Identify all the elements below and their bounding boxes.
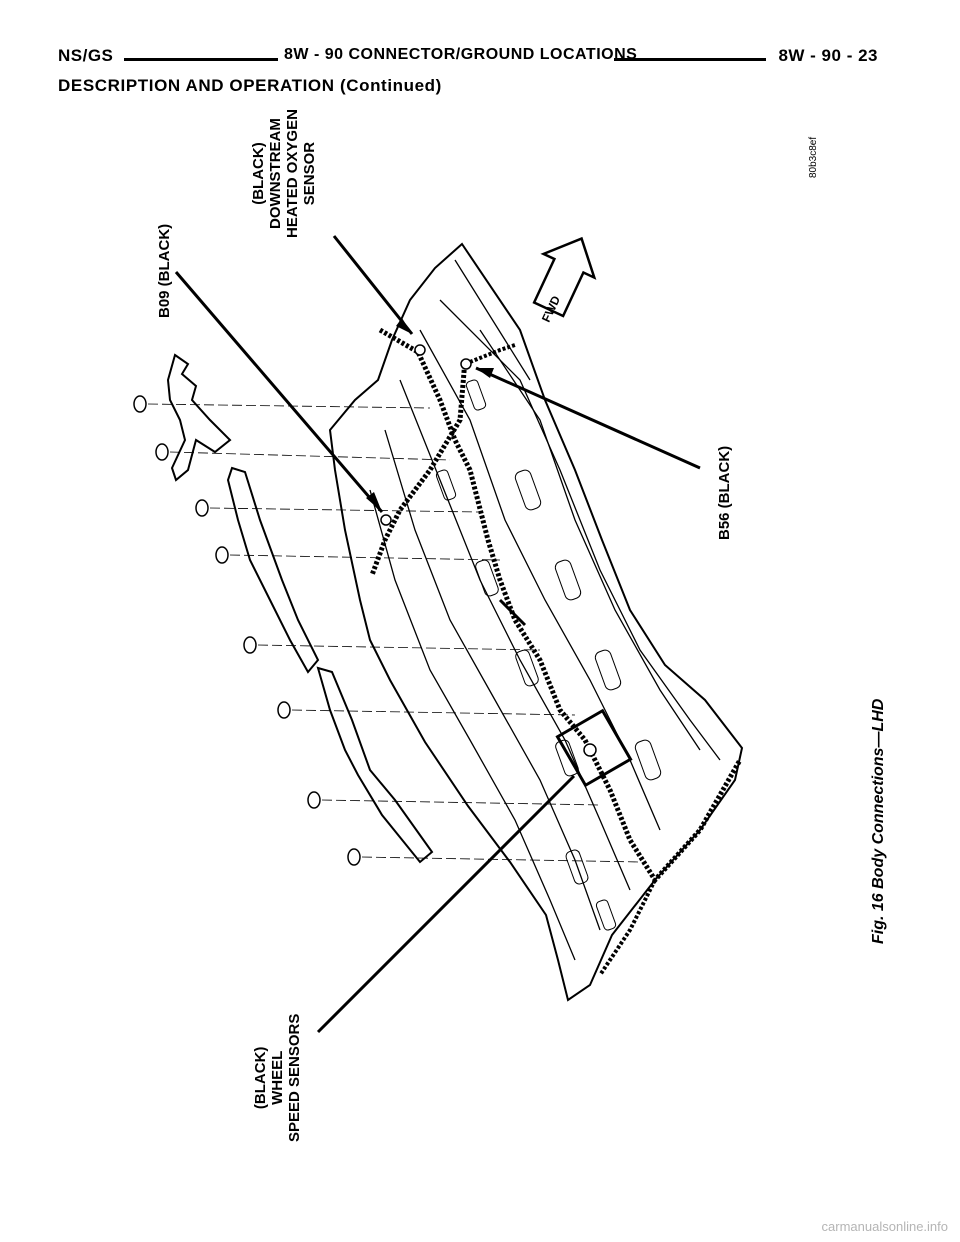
heat-shield-lower — [316, 666, 434, 864]
header-rule-right — [614, 58, 766, 61]
floor-panels — [435, 379, 662, 931]
wheel-speed-connector-box — [555, 708, 633, 788]
floor-ribs — [369, 259, 721, 961]
wiring-harness — [369, 327, 743, 977]
label-oxygen-line-3: HEATED OXYGEN — [284, 109, 301, 238]
label-b56: B56 (BLACK) — [716, 445, 733, 540]
header-right: 8W - 90 - 23 — [778, 46, 878, 65]
header-rule-left — [124, 58, 278, 61]
label-oxygen-line-4: SENSOR — [301, 141, 318, 206]
watermark: carmanualsonline.info — [821, 1219, 948, 1234]
page-header: NS/GS 8W - 90 CONNECTOR/GROUND LOCATIONS… — [58, 44, 878, 74]
label-b09: B09 (BLACK) — [156, 223, 173, 318]
label-oxygen-line-1: (BLACK) — [250, 142, 267, 205]
fastener-leaders — [147, 403, 641, 863]
fwd-arrow — [532, 236, 597, 318]
header-left: NS/GS — [58, 46, 114, 65]
label-oxygen-line-2: DOWNSTREAM — [267, 118, 284, 229]
fastener-clips — [133, 395, 361, 866]
connector-points — [380, 344, 597, 757]
section-title: DESCRIPTION AND OPERATION (Continued) — [58, 76, 442, 95]
heat-shield-upper — [166, 353, 232, 482]
label-wheel-speed: (BLACK) WHEEL SPEED SENSORS — [252, 1014, 303, 1142]
label-wheel-line-2: WHEEL — [269, 1050, 286, 1105]
label-wheel-line-1: (BLACK) — [252, 1046, 269, 1110]
heat-shield-middle — [226, 466, 320, 674]
label-oxygen-sensor: (BLACK) DOWNSTREAM HEATED OXYGEN SENSOR — [250, 109, 318, 238]
label-wheel-line-3: SPEED SENSORS — [286, 1013, 303, 1142]
floor-pan-outline — [328, 242, 744, 1002]
figure-caption: Fig. 16 Body Connections—LHD — [870, 698, 887, 944]
callout-leaders — [174, 235, 701, 1034]
header-center: 8W - 90 CONNECTOR/GROUND LOCATIONS — [284, 46, 638, 63]
figure-code: 80b3c8ef — [808, 136, 819, 178]
callout-arrowheads — [366, 318, 494, 512]
